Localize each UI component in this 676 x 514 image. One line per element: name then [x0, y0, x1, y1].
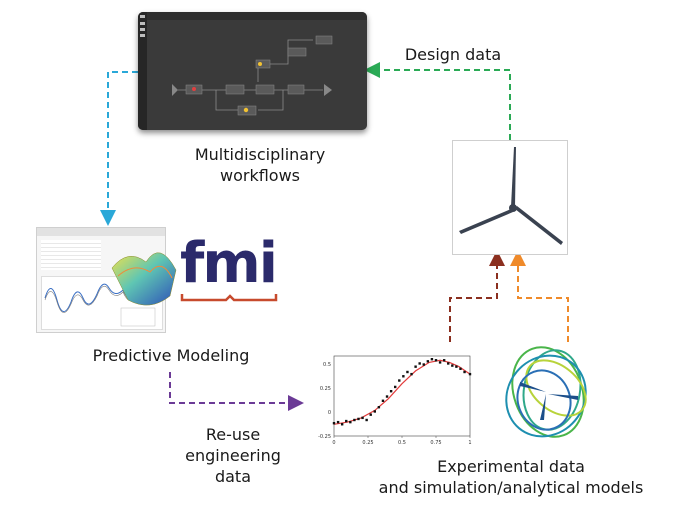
data-point	[336, 420, 340, 424]
data-point	[406, 370, 409, 374]
x-tick-label: 1	[468, 440, 471, 446]
data-point	[349, 420, 352, 424]
workflow-app-screenshot	[138, 12, 367, 130]
arrow-data-to-turbine	[449, 250, 505, 342]
data-point	[418, 362, 421, 365]
data-point	[410, 372, 413, 376]
arrow-modeling-to-data	[169, 372, 304, 411]
data-point	[353, 418, 356, 422]
x-tick-label: 0.5	[398, 440, 406, 446]
data-point	[468, 372, 472, 376]
y-tick-label: 0	[328, 410, 331, 416]
data-point	[394, 385, 397, 389]
y-tick-label: 0.25	[320, 386, 331, 392]
caption-workflows: Multidisciplinary workflows	[194, 145, 326, 185]
workflow-graph	[140, 15, 333, 116]
data-point	[377, 406, 381, 409]
data-point	[422, 363, 425, 366]
data-point	[430, 358, 434, 361]
x-tick-label: 0.25	[362, 440, 373, 446]
arrow-workflow-to-modeling	[100, 71, 138, 226]
data-point	[389, 390, 393, 393]
y-tick-label: 0.5	[323, 362, 331, 368]
data-point	[426, 360, 430, 363]
caption-experimental: Experimental data and simulation/analyti…	[378, 457, 644, 497]
data-point	[381, 399, 385, 402]
x-tick-label: 0.75	[430, 440, 441, 446]
data-point	[402, 375, 405, 378]
wind-turbine-icon	[459, 147, 563, 245]
data-point	[340, 423, 344, 426]
data-point	[365, 418, 368, 422]
data-point	[361, 416, 364, 420]
fmi-logo-bracket	[180, 294, 278, 302]
data-point	[345, 419, 348, 423]
data-point	[385, 395, 389, 398]
data-point	[459, 367, 462, 370]
caption-design-data: Design data	[404, 45, 502, 64]
turbine-box	[452, 140, 568, 255]
data-point	[463, 370, 466, 374]
data-point	[438, 361, 442, 364]
arrow-models-to-turbine	[510, 250, 569, 342]
data-point	[447, 362, 450, 365]
data-point	[455, 365, 458, 368]
app-sidebar	[138, 12, 147, 130]
data-point	[332, 422, 336, 425]
arrow-design-to-workflow	[364, 62, 511, 140]
caption-predictive-modeling: Predictive Modeling	[92, 346, 250, 365]
data-point	[373, 410, 376, 413]
app-topbar	[147, 12, 367, 20]
caption-reuse: Re-use engineering data	[185, 425, 281, 486]
fmi-logo-text: fmi	[180, 231, 278, 296]
data-point	[451, 364, 454, 367]
data-point	[442, 359, 446, 362]
data-point	[414, 365, 417, 368]
data-point	[398, 379, 401, 382]
y-tick-label: -0.25	[318, 434, 331, 440]
data-point	[434, 359, 438, 362]
x-tick-label: 0	[332, 440, 335, 446]
data-point	[369, 413, 372, 416]
data-point	[357, 417, 360, 421]
fmi-logo: fmi	[180, 236, 280, 306]
